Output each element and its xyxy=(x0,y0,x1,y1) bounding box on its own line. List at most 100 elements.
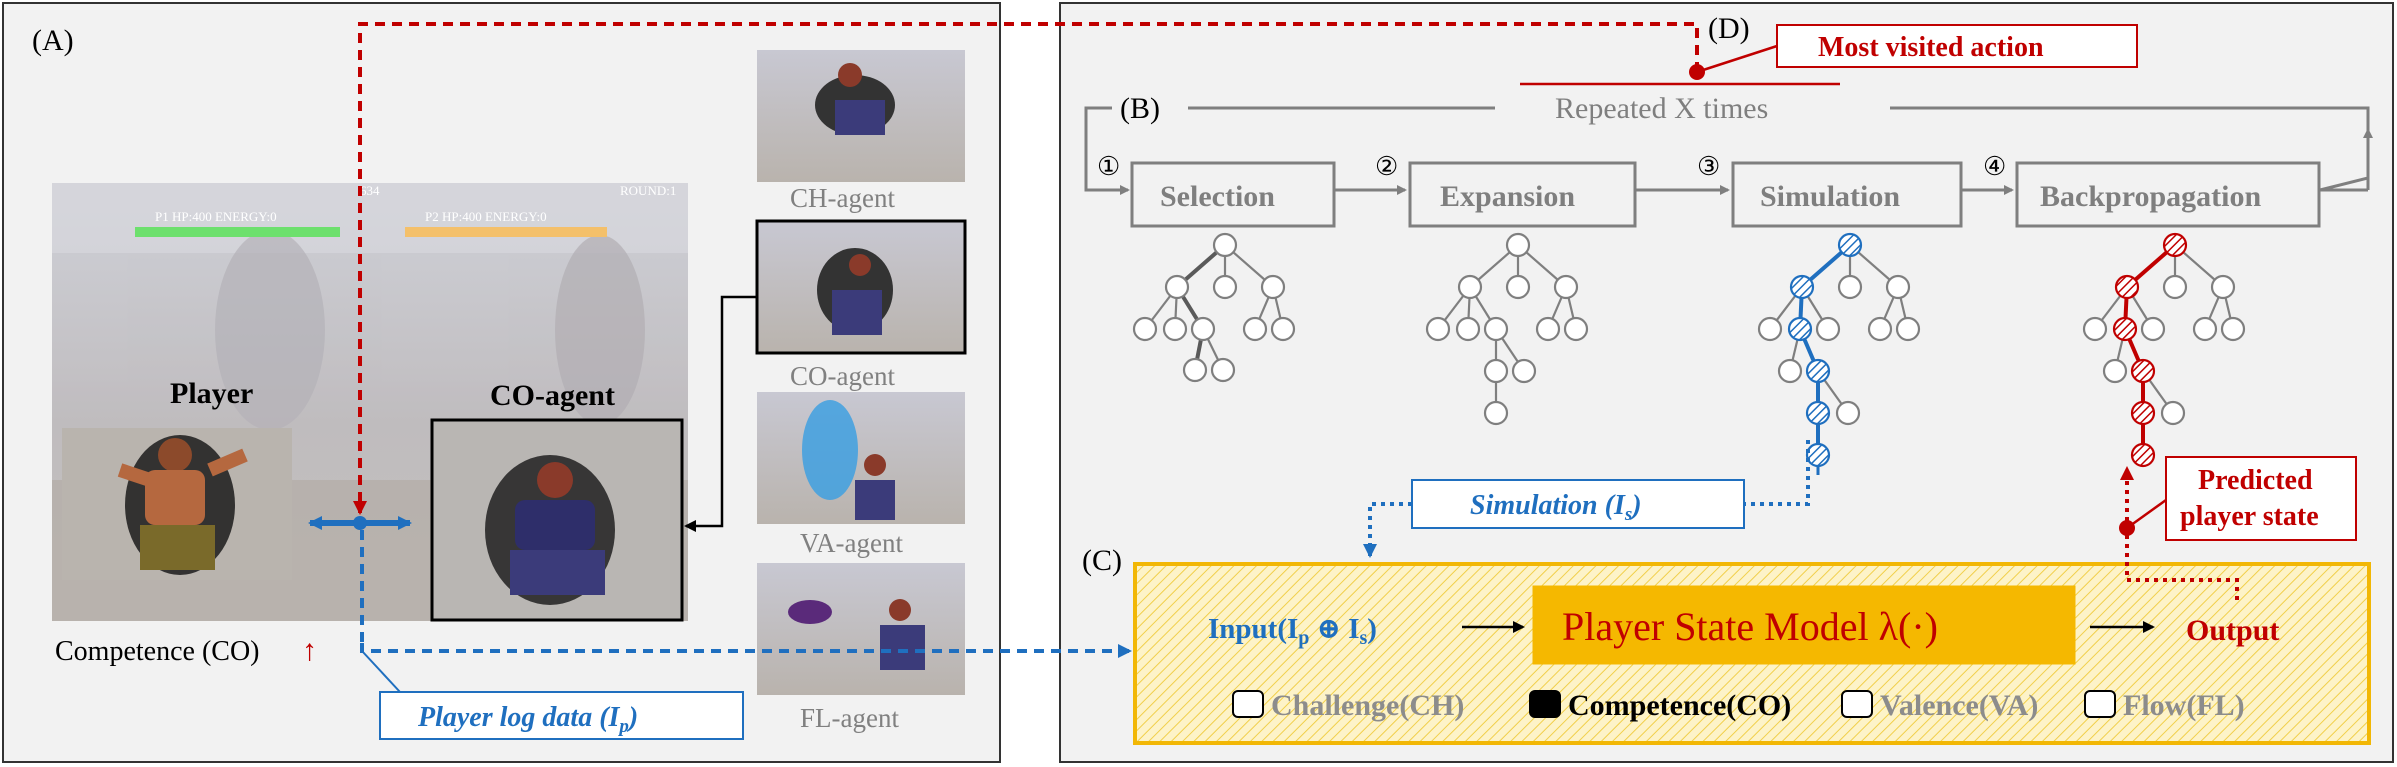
player-log-box xyxy=(379,691,744,740)
panel-c-tag: (C) xyxy=(1082,544,1122,577)
repeated-label: Repeated X times xyxy=(1555,92,1768,125)
loop-left-arrow xyxy=(1084,106,1130,195)
round-text: ROUND:1 xyxy=(620,183,676,198)
selection-box xyxy=(1130,161,1336,228)
step-backprop-label: Backpropagation xyxy=(2040,180,2261,213)
ch-agent-thumb xyxy=(757,50,965,182)
tree-node xyxy=(2192,316,2218,342)
backprop-tree xyxy=(2082,232,2246,468)
tree-node xyxy=(1190,316,1216,342)
tree-node xyxy=(1270,316,1296,342)
tree-node xyxy=(1511,358,1537,384)
backpropagation-box xyxy=(2015,161,2321,228)
tree-node xyxy=(1212,274,1238,300)
tree-node xyxy=(1212,232,1238,258)
ch-agent-label: CH-agent xyxy=(790,183,895,213)
tree-node xyxy=(1162,316,1188,342)
predicted-line2: player state xyxy=(2180,501,2319,532)
expansion-tree xyxy=(1425,232,1589,426)
fl-agent-label: FL-agent xyxy=(800,703,899,733)
simulation-input-label: Simulation (Is) xyxy=(1470,490,1642,525)
simulation-tree xyxy=(1757,232,1921,475)
tree-node xyxy=(2082,316,2108,342)
tree-node xyxy=(1535,316,1561,342)
player-state-options: Challenge(CH) Competence(CO) Valence(VA) Fl… xyxy=(1232,689,2245,722)
tree-node xyxy=(1805,358,1831,384)
tree-node xyxy=(1805,442,1831,468)
tree-node xyxy=(2162,274,2188,300)
tree-node xyxy=(1260,274,1286,300)
panel-a: (A) P1 HP:400 ENERGY:0 P2 HP:400 ENERGY:… xyxy=(2,2,1001,763)
tree-node xyxy=(1787,316,1813,342)
competence-up-arrow: ↑ xyxy=(302,634,317,667)
step-simulation-label: Simulation xyxy=(1760,180,1900,213)
tree-node xyxy=(1425,316,1451,342)
tree-node xyxy=(1455,316,1481,342)
state-label: Flow(FL) xyxy=(2123,689,2245,722)
most-visited-to-player-arrow xyxy=(353,22,1699,515)
panel-d-tag: (D) xyxy=(1708,12,1750,45)
tree-node xyxy=(1835,400,1861,426)
tree-node xyxy=(1210,357,1236,383)
tree-node xyxy=(1457,274,1483,300)
tree-node xyxy=(2130,358,2156,384)
tree-node xyxy=(1164,274,1190,300)
tree-node xyxy=(1837,232,1863,258)
tree-node xyxy=(1505,232,1531,258)
tree-node xyxy=(1505,274,1531,300)
tree-node xyxy=(1805,400,1831,426)
p2-health-bar xyxy=(405,227,607,237)
tree-node xyxy=(2102,358,2128,384)
sim-dotted-line-right xyxy=(1744,440,1810,506)
player-state-model-box xyxy=(1532,585,2076,665)
tree-node xyxy=(2220,316,2246,342)
tree-node xyxy=(1182,357,1208,383)
p1-hud-text: P1 HP:400 ENERGY:0 xyxy=(155,209,277,224)
player-log-text: Player log data (Ip) xyxy=(417,702,638,737)
tree-node xyxy=(1483,316,1509,342)
tree-node xyxy=(2112,316,2138,342)
simulation-step-box xyxy=(1731,161,1963,228)
panel-right: (D) (B) (C) Repeated X times Most visite… xyxy=(353,2,2394,763)
panel-a-tag: (A) xyxy=(32,24,74,57)
panel-b-tag: (B) xyxy=(1120,92,1160,125)
tree-node xyxy=(1895,316,1921,342)
co-agent-thumb xyxy=(755,219,967,355)
output-label: Output xyxy=(2186,614,2279,647)
most-visited-label: Most visited action xyxy=(1818,32,2044,63)
co-agent-thumb-label: CO-agent xyxy=(790,361,895,391)
input-label: Input(Ip ⊕ Is) xyxy=(1208,613,1377,649)
co-agent-label: CO-agent xyxy=(490,379,615,412)
state-label: Valence(VA) xyxy=(1880,689,2038,722)
tree-node xyxy=(2160,400,2186,426)
state-checkbox[interactable] xyxy=(2084,690,2116,718)
va-agent-label: VA-agent xyxy=(800,528,903,558)
state-checkbox[interactable] xyxy=(1232,690,1264,718)
p2-hud-text: P2 HP:400 ENERGY:0 xyxy=(425,209,547,224)
expansion-box xyxy=(1408,161,1637,228)
tree-node xyxy=(2210,274,2236,300)
step-expansion-label: Expansion xyxy=(1440,180,1575,213)
tree-node xyxy=(2162,232,2188,258)
tree-node xyxy=(1553,274,1579,300)
state-label: Competence(CO) xyxy=(1568,689,1791,722)
state-checkbox[interactable] xyxy=(1841,690,1873,718)
p1-health-bar xyxy=(135,227,340,237)
tree-node xyxy=(2130,400,2156,426)
tree-node xyxy=(1242,316,1268,342)
tree-node xyxy=(1483,400,1509,426)
tree-node xyxy=(1837,274,1863,300)
tree-node xyxy=(2130,442,2156,468)
step-1-number: ① xyxy=(1097,152,1120,181)
tree-node xyxy=(1867,316,1893,342)
tree-node xyxy=(1885,274,1911,300)
tree-node xyxy=(2114,274,2140,300)
thumb-to-agent-arrow xyxy=(684,295,757,532)
state-checkbox[interactable] xyxy=(1529,690,1561,718)
player-fighter-image xyxy=(62,428,292,580)
link-dot xyxy=(353,516,367,530)
state-label: Challenge(CH) xyxy=(1271,689,1464,722)
competence-label: Competence (CO) xyxy=(55,636,260,667)
